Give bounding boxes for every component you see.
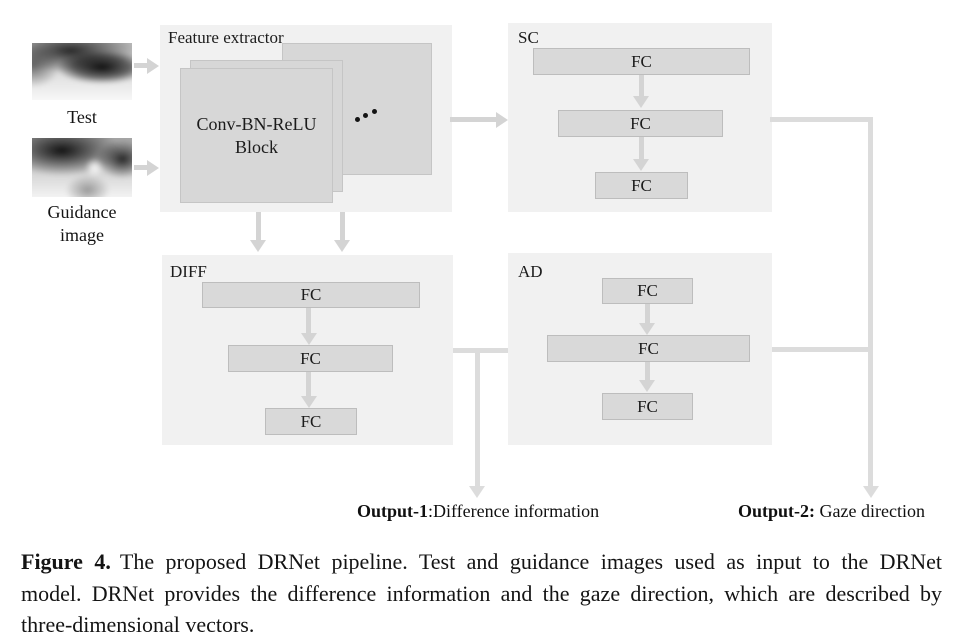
fe-to-sc-arrow-shaft <box>450 117 496 122</box>
conv-block-label-line2: Block <box>235 136 278 157</box>
ad-arrow1-shaft <box>644 304 650 323</box>
figure-caption: Figure 4. The proposed DRNet pipeline. Te… <box>21 546 942 641</box>
output1-vline <box>474 348 480 486</box>
caption-line-2: model. DRNet provides the difference inf… <box>21 580 942 606</box>
guidance-eye-image <box>32 138 132 197</box>
guidance-image-label-line1: Guidance <box>47 202 117 222</box>
ad-fc-layer-1: FC <box>602 278 693 304</box>
fe-to-diff-arrow2-head <box>334 240 350 252</box>
diff-arrow1-head <box>300 333 317 345</box>
output1-label: Output-1:Difference information <box>357 501 599 522</box>
guidance-image-label-line2: image <box>60 225 104 245</box>
sc-arrow1-head <box>633 96 649 108</box>
diff-arrow1-shaft <box>306 308 311 333</box>
diff-arrow2-head <box>300 396 317 408</box>
ad-fc-layer-2: FC <box>547 335 750 362</box>
ellipsis-dot-1 <box>355 117 360 122</box>
caption-line-1-text: The proposed DRNet pipeline. Test and gu… <box>119 549 943 574</box>
ellipsis-dot-2 <box>363 113 368 118</box>
sc-fc-layer-3: FC <box>595 172 688 199</box>
ad-arrow1-head <box>639 323 655 335</box>
ad-title: AD <box>518 262 543 281</box>
output2-label: Output-2: Gaze direction <box>738 501 925 522</box>
ad-output-hline <box>772 347 868 352</box>
sc-fc-layer-1: FC <box>533 48 750 75</box>
diff-title: DIFF <box>170 262 207 281</box>
sc-title: SC <box>518 28 539 47</box>
test-input-arrow-head <box>147 58 159 74</box>
conv-block-label: Conv-BN-ReLU Block <box>181 69 332 202</box>
diff-fc-layer-3: FC <box>265 408 357 435</box>
test-eye-image-paint <box>32 43 132 100</box>
sc-arrow2-head <box>633 159 649 171</box>
ad-panel: AD FC FC FC <box>508 253 772 445</box>
guidance-input-arrow-shaft <box>134 165 147 170</box>
sc-arrow1-shaft <box>638 75 644 96</box>
sc-arrow2-shaft <box>638 137 644 159</box>
fe-to-sc-arrow-head <box>496 111 508 128</box>
output2-vline <box>868 117 873 486</box>
caption-line-3: three-dimensional vectors. <box>21 612 255 637</box>
ad-arrow2-head <box>639 380 655 392</box>
sc-fc-layer-2: FC <box>558 110 723 137</box>
diff-to-ad-hline <box>453 348 508 353</box>
test-input-arrow-shaft <box>134 63 147 68</box>
fe-to-diff-arrow2-shaft <box>339 212 345 240</box>
fe-to-diff-arrow1-shaft <box>255 212 261 240</box>
guidance-image-label: Guidance image <box>32 201 132 247</box>
test-eye-image <box>32 43 132 100</box>
feature-extractor-title: Feature extractor <box>168 28 284 47</box>
output2-label-text: Gaze direction <box>815 501 925 521</box>
feature-extractor-panel: Feature extractor Conv-BN-ReLU Block <box>160 25 452 212</box>
output1-arrow-head <box>469 486 485 498</box>
output2-label-bold: Output-2: <box>738 501 816 521</box>
caption-figure-label: Figure 4. <box>21 549 111 574</box>
diff-panel: DIFF FC FC FC <box>162 255 453 445</box>
fe-to-diff-arrow1-head <box>250 240 266 252</box>
output1-label-text: :Difference information <box>428 501 600 521</box>
output1-label-bold: Output-1 <box>357 501 429 521</box>
diff-fc-layer-1: FC <box>202 282 420 308</box>
sc-panel: SC FC FC FC <box>508 23 772 212</box>
output2-arrow-head <box>862 486 879 498</box>
test-image-label: Test <box>67 107 97 127</box>
conv-block-front-square: Conv-BN-ReLU Block <box>180 68 333 203</box>
caption-line-1: Figure 4. The proposed DRNet pipeline. Te… <box>21 546 942 578</box>
guidance-input-arrow-head <box>147 160 159 176</box>
diff-arrow2-shaft <box>306 372 311 396</box>
sc-output-hline <box>770 117 873 122</box>
conv-block-label-line1: Conv-BN-ReLU <box>196 113 317 134</box>
ad-fc-layer-3: FC <box>602 393 693 420</box>
ad-arrow2-shaft <box>644 362 650 380</box>
guidance-eye-image-paint <box>32 138 132 197</box>
diff-fc-layer-2: FC <box>228 345 393 372</box>
ellipsis-dot-3 <box>372 109 377 114</box>
